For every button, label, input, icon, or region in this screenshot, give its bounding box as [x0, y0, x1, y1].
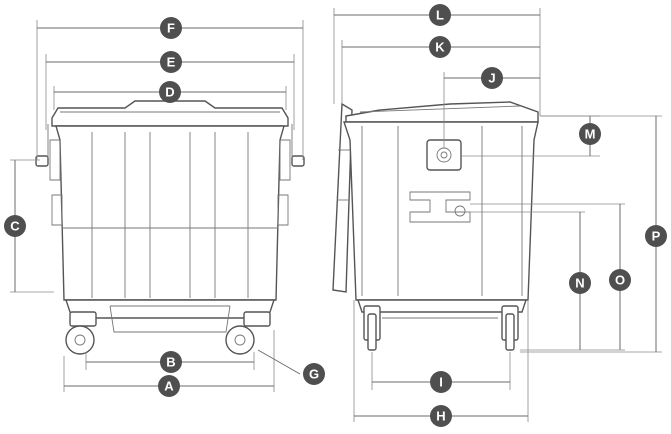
dimension-label-b: B	[160, 351, 182, 373]
front-view	[35, 100, 305, 355]
dimension-label-l: L	[429, 4, 451, 26]
svg-text:C: C	[10, 219, 20, 234]
svg-text:B: B	[166, 355, 175, 370]
svg-text:K: K	[435, 40, 445, 55]
svg-text:I: I	[439, 375, 443, 390]
dimension-label-k: K	[429, 36, 451, 58]
svg-text:F: F	[167, 21, 175, 36]
svg-text:A: A	[164, 379, 174, 394]
dimension-label-a: A	[158, 375, 180, 397]
svg-text:J: J	[488, 71, 495, 86]
dimension-label-h: H	[430, 405, 452, 427]
svg-text:E: E	[167, 55, 176, 70]
side-view	[332, 101, 539, 351]
svg-text:L: L	[436, 8, 444, 23]
dimension-label-g: G	[303, 363, 325, 385]
dimension-label-j: J	[481, 67, 503, 89]
dimension-label-f: F	[160, 17, 182, 39]
label-badges: F E D C B A G L K J M N	[4, 4, 667, 427]
dimension-label-i: I	[430, 371, 452, 393]
svg-text:O: O	[615, 273, 625, 288]
dimension-label-e: E	[160, 51, 182, 73]
svg-text:G: G	[309, 367, 319, 382]
dimension-label-m: M	[579, 123, 601, 145]
dimension-label-n: N	[569, 272, 591, 294]
svg-text:P: P	[652, 229, 661, 244]
dimension-label-o: O	[609, 269, 631, 291]
svg-text:D: D	[165, 85, 174, 100]
svg-text:H: H	[436, 409, 445, 424]
dimension-label-p: P	[645, 225, 667, 247]
svg-text:N: N	[575, 276, 584, 291]
svg-text:M: M	[585, 127, 596, 142]
dimension-label-c: C	[4, 215, 26, 237]
dimension-label-d: D	[159, 81, 181, 103]
